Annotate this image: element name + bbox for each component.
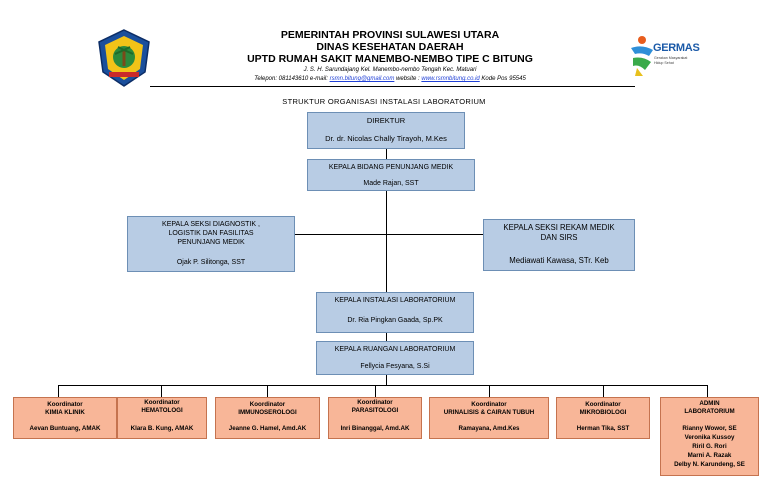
header-divider xyxy=(150,86,635,87)
header-contact: Telepon: 081143610 e-mail: rsmn.bitung@g… xyxy=(150,76,630,82)
connector xyxy=(489,385,490,397)
coordinator-name: Jeanne G. Hamel, Amd.AK xyxy=(228,425,307,433)
coordinator-box-parasitologi: Koordinator PARASITOLOGI Inri Binanggal,… xyxy=(328,397,422,439)
admin-name: Delby N. Karundeng, SE xyxy=(674,461,745,469)
connector xyxy=(295,234,483,235)
connector xyxy=(267,385,268,397)
coordinator-label: Koordinator xyxy=(585,401,621,408)
germas-tagline-2: Hidup Sehat xyxy=(654,61,674,65)
connector xyxy=(58,385,708,386)
connector xyxy=(386,149,387,159)
direktur-name: Dr. dr. Nicolas Chally Tirayoh, M.Kes xyxy=(325,134,447,143)
connector xyxy=(386,375,387,385)
coordinator-label: Koordinator xyxy=(357,399,393,406)
coordinator-unit: MIKROBIOLOGI xyxy=(579,408,627,416)
coordinator-name: Inri Binanggal, Amd.AK xyxy=(340,425,410,433)
admin-laboratorium-box: ADMIN LABORATORIUM Rianny Wowor, SE Vero… xyxy=(660,397,759,476)
coordinator-name: Ramayana, Amd.Kes xyxy=(458,425,520,433)
connector xyxy=(58,385,59,397)
kepala-bidang-box: KEPALA BIDANG PENUNJANG MEDIK Made Rajan… xyxy=(307,159,475,191)
kepala-seksi-diagnostik-box: KEPALA SEKSI DIAGNOSTIK , LOGISTIK DAN F… xyxy=(127,216,295,272)
coordinator-label: Koordinator xyxy=(47,401,83,408)
coordinator-unit: HEMATOLOGI xyxy=(141,406,183,414)
coordinator-box-kimia-klinik: Koordinator KIMIA KLINIK Aevan Buntuang,… xyxy=(13,397,117,439)
coordinator-box-urinalisis: Koordinator URINALISIS & CAIRAN TUBUH Ra… xyxy=(429,397,549,439)
kepala-ruangan-name: Fellycia Fesyana, S.Si xyxy=(360,363,430,370)
contact-prefix: Telepon: 081143610 e-mail: xyxy=(254,76,330,82)
kasi-rekam-title-1: KEPALA SEKSI REKAM MEDIK xyxy=(503,223,615,232)
coordinator-name: Klara B. Kung, AMAK xyxy=(130,425,194,433)
email-link[interactable]: rsmn.bitung@gmail.com xyxy=(329,76,395,82)
kasi-diag-title-2: LOGISTIK DAN FASILITAS xyxy=(168,230,254,237)
connector xyxy=(375,385,376,397)
coordinator-label: Koordinator xyxy=(144,399,180,406)
kasi-rekam-title-2: DAN SIRS xyxy=(540,233,578,242)
website-label: website : xyxy=(394,76,422,82)
kepala-seksi-rekam-medik-box: KEPALA SEKSI REKAM MEDIK DAN SIRS Mediaw… xyxy=(483,219,635,271)
admin-label: ADMIN xyxy=(699,400,720,407)
connector xyxy=(603,385,604,397)
connector xyxy=(386,333,387,341)
coordinator-name: Aevan Buntuang, AMAK xyxy=(29,425,101,433)
connector xyxy=(707,385,708,397)
admin-name: Veronika Kussoy xyxy=(684,434,735,442)
kepala-instalasi-title: KEPALA INSTALASI LABORATORIUM xyxy=(334,297,456,304)
kepala-ruangan-box: KEPALA RUANGAN LABORATORIUM Fellycia Fes… xyxy=(316,341,474,375)
germas-brand: GERMAS xyxy=(653,42,700,54)
coordinator-box-mikrobiologi: Koordinator MIKROBIOLOGI Herman Tika, SS… xyxy=(556,397,650,439)
coordinator-box-hematologi: Koordinator HEMATOLOGI Klara B. Kung, AM… xyxy=(117,397,207,439)
admin-name: Rianny Wowor, SE xyxy=(682,425,737,433)
germas-tagline-1: Gerakan Masyarakat xyxy=(654,56,688,60)
kasi-diag-title-1: KEPALA SEKSI DIAGNOSTIK , xyxy=(162,221,260,228)
kepala-instalasi-name: Dr. Ria Pingkan Gaada, Sp.PK xyxy=(347,317,443,324)
header-line-2: DINAS KESEHATAN DAERAH xyxy=(316,41,464,53)
coordinator-unit: PARASITOLOGI xyxy=(351,406,399,414)
kasi-diag-name: Ojak P. Silitonga, SST xyxy=(176,259,246,266)
kasi-diag-title-3: PENUNJANG MEDIK xyxy=(177,239,245,246)
header-line-1: PEMERINTAH PROVINSI SULAWESI UTARA xyxy=(280,29,500,41)
provincial-emblem-logo xyxy=(95,28,153,88)
coordinator-box-immunoserologi: Koordinator IMMUNOSEROLOGI Jeanne G. Ham… xyxy=(215,397,320,439)
connector xyxy=(161,385,162,397)
admin-name: Riril G. Rori xyxy=(692,443,727,451)
coordinator-unit: KIMIA KLINIK xyxy=(45,408,85,416)
kepala-bidang-title: KEPALA BIDANG PENUNJANG MEDIK xyxy=(328,164,454,171)
direktur-box: DIREKTUR Dr. dr. Nicolas Chally Tirayoh,… xyxy=(307,112,465,149)
kasi-rekam-name: Mediawati Kawasa, STr. Keb xyxy=(509,256,609,265)
kepala-instalasi-box: KEPALA INSTALASI LABORATORIUM Dr. Ria Pi… xyxy=(316,292,474,333)
direktur-title: DIREKTUR xyxy=(366,116,406,125)
website-link[interactable]: www.rsmnbitung.co.id xyxy=(421,76,480,82)
coordinator-unit: IMMUNOSEROLOGI xyxy=(238,408,297,416)
admin-unit: LABORATORIUM xyxy=(684,407,735,415)
kepala-ruangan-title: KEPALA RUANGAN LABORATORIUM xyxy=(334,346,456,353)
coordinator-name: Herman Tika, SST xyxy=(576,425,630,433)
postal-code: Kode Pos 95545 xyxy=(479,76,526,82)
header-line-3: UPTD RUMAH SAKIT MANEMBO-NEMBO TIPE C BI… xyxy=(247,53,533,65)
org-chart-title: STRUKTUR ORGANISASI INSTALASI LABORATORI… xyxy=(282,97,486,106)
kepala-bidang-name: Made Rajan, SST xyxy=(363,180,419,187)
admin-name: Marni A. Razak xyxy=(687,452,732,460)
germas-logo: GERMAS Gerakan Masyarakat Hidup Sehat xyxy=(625,30,715,84)
connector xyxy=(386,191,387,292)
coordinator-label: Koordinator xyxy=(249,401,286,408)
coordinator-label: Koordinator xyxy=(471,401,507,408)
coordinator-unit: URINALISIS & CAIRAN TUBUH xyxy=(443,408,535,416)
header-address: J. S. H. Sarundajang Kel. Manembo-nembo … xyxy=(303,67,477,73)
